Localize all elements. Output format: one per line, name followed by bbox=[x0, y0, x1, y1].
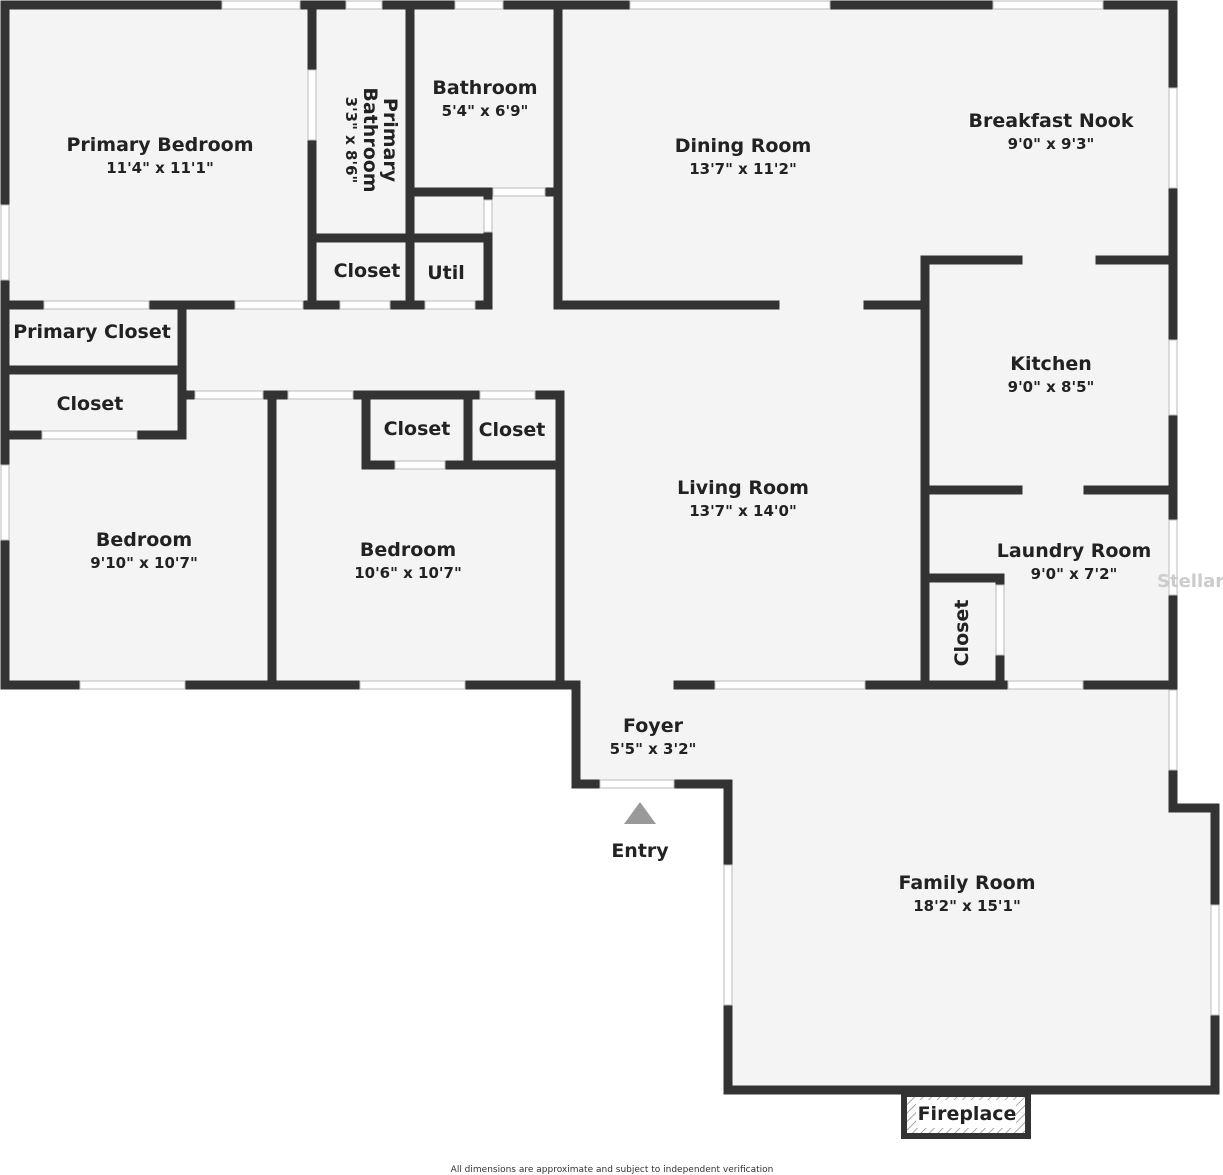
room-name: Closet bbox=[334, 260, 401, 282]
room-name: Fireplace bbox=[918, 1103, 1017, 1125]
floor-area bbox=[5, 5, 1215, 1136]
room-dims: 3'3" x 8'6" bbox=[342, 97, 360, 184]
room-name: Kitchen bbox=[1010, 353, 1092, 375]
room-name: Family Room bbox=[898, 872, 1035, 894]
room-dims: 9'0" x 7'2" bbox=[1031, 565, 1118, 583]
windows bbox=[0, 0, 1220, 1016]
room-name: Laundry Room bbox=[997, 540, 1152, 562]
room-name: Util bbox=[427, 262, 465, 284]
room-name: Dining Room bbox=[675, 135, 812, 157]
room-dims: 9'10" x 10'7" bbox=[90, 554, 198, 572]
watermark: StellarM bbox=[1157, 571, 1223, 592]
room-name: Living Room bbox=[677, 477, 809, 499]
room-name: Closet bbox=[384, 418, 451, 440]
room-dims: 13'7" x 11'2" bbox=[689, 160, 797, 178]
room-name: Closet bbox=[951, 600, 973, 667]
room-dims: 18'2" x 15'1" bbox=[913, 897, 1021, 915]
entry-label: Entry bbox=[611, 840, 669, 862]
room-name: Closet bbox=[479, 419, 546, 441]
room-name: Primary bbox=[379, 98, 401, 183]
room-name: Primary Closet bbox=[13, 321, 171, 343]
room-dims: 9'0" x 9'3" bbox=[1008, 135, 1095, 153]
room-name: Bathroom bbox=[359, 87, 381, 192]
room-name: Foyer bbox=[623, 715, 684, 737]
room-dims: 9'0" x 8'5" bbox=[1008, 378, 1095, 396]
room-name: Bedroom bbox=[96, 529, 192, 551]
entry-arrow-icon bbox=[624, 802, 656, 824]
room-dims: 10'6" x 10'7" bbox=[354, 564, 462, 582]
room-dims: 5'5" x 3'2" bbox=[610, 740, 697, 758]
disclaimer: All dimensions are approximate and subje… bbox=[451, 1165, 774, 1175]
room-name: Closet bbox=[57, 393, 124, 415]
room-name: Primary Bedroom bbox=[66, 134, 253, 156]
room-dims: 11'4" x 11'1" bbox=[106, 159, 214, 177]
room-dims: 13'7" x 14'0" bbox=[689, 502, 797, 520]
room-name: Bedroom bbox=[360, 539, 456, 561]
room-name: Breakfast Nook bbox=[969, 110, 1134, 132]
room-name: Bathroom bbox=[432, 77, 537, 99]
room-dims: 5'4" x 6'9" bbox=[442, 102, 529, 120]
room-labels: Primary Bedroom 11'4" x 11'1" Primary Ba… bbox=[13, 77, 1151, 1125]
